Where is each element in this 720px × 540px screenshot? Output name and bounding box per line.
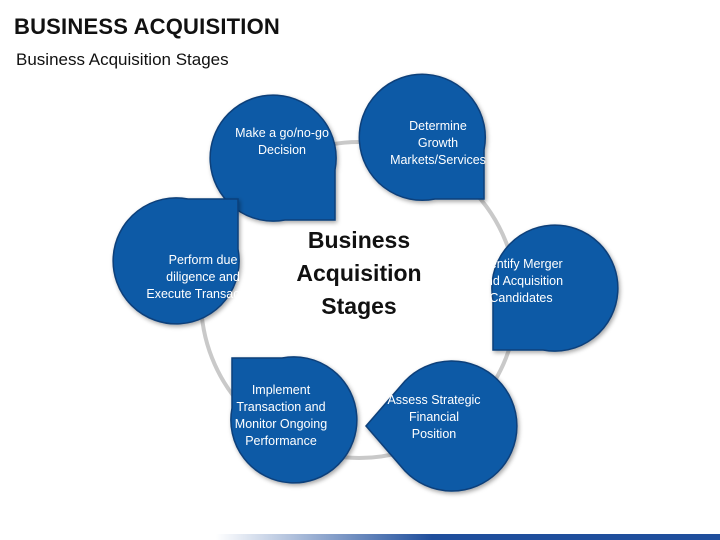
stage-label-6: Perform due diligence and Execute Transa…	[146, 253, 260, 301]
stage-label-1: Make a go/no-go Decision	[235, 126, 329, 157]
stage-label-4: Assess Strategic Financial Position	[387, 393, 481, 441]
bottom-accent-bar	[0, 534, 720, 540]
stage-drop-1	[209, 94, 337, 222]
stage-drop-5	[230, 356, 358, 484]
slide-subtitle: Business Acquisition Stages	[16, 50, 229, 69]
stage-label-5: Implement Transaction and Monitor Ongoin…	[234, 383, 328, 448]
stage-label-3: Identify Merger and Acquisition Candidat…	[478, 257, 564, 305]
stage-drop-4	[365, 360, 518, 492]
stage-drop-3	[491, 224, 619, 352]
slide-title: BUSINESS ACQUISITION	[14, 14, 280, 39]
stage-drop-2	[358, 73, 487, 202]
stage-label-2: Determine Growth Markets/Services	[390, 119, 486, 167]
stage-drop-6	[112, 197, 240, 325]
center-label: Business Acquisition Stages	[296, 227, 422, 319]
